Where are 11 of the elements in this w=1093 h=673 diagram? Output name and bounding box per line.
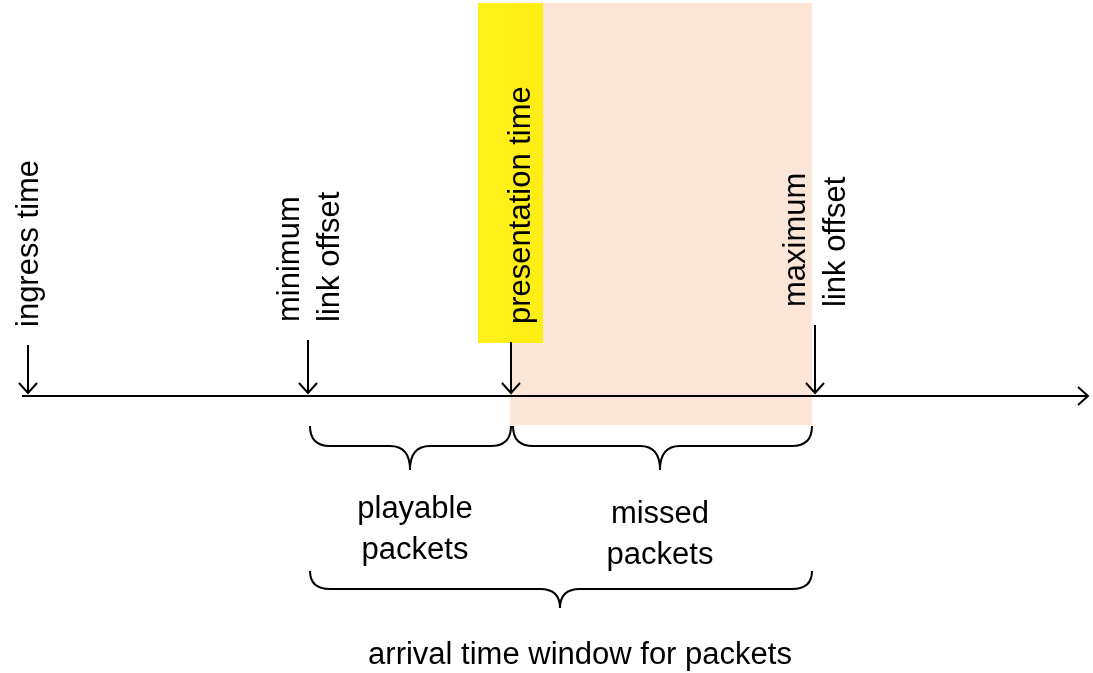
pointer-arrow (501, 341, 521, 394)
pointer-arrow (805, 324, 825, 394)
bracket-label: arrival time window for packets (367, 635, 793, 673)
time-marker-label: presentation time (500, 24, 540, 324)
time-marker-label: maximum link offset (775, 147, 855, 307)
pointer-arrow (18, 344, 38, 394)
bracket-label: missed packets (605, 494, 715, 573)
pointer-arrow (298, 339, 318, 394)
time-marker-label: ingress time (8, 107, 48, 327)
bracket-label: playable packets (356, 489, 474, 568)
time-marker-label: minimum link offset (269, 162, 349, 322)
